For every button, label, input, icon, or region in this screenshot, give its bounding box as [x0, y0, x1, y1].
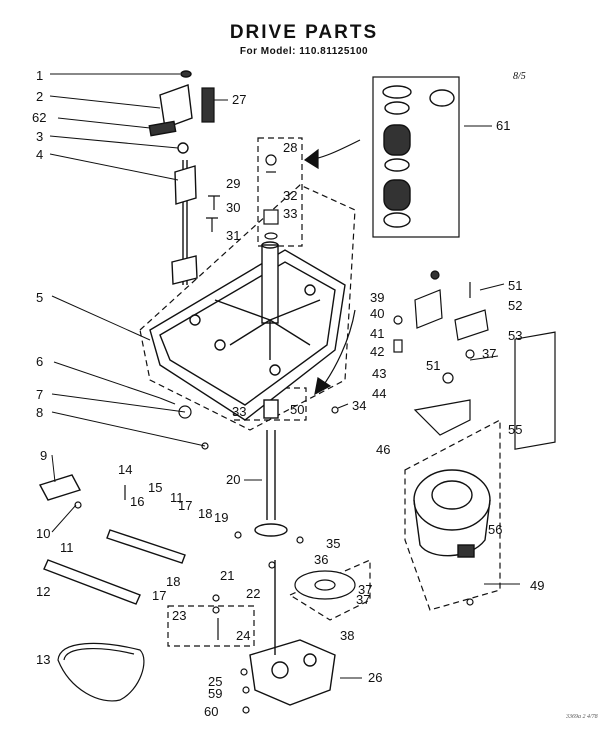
callout-43: 43: [372, 366, 386, 381]
callout-13: 13: [36, 652, 50, 667]
callout-49: 49: [530, 578, 544, 593]
callout-61: 61: [496, 118, 510, 133]
callout-51b: 51: [426, 358, 440, 373]
callout-4: 4: [36, 147, 43, 162]
callout-55: 55: [508, 422, 522, 437]
callout-6: 6: [36, 354, 43, 369]
diagram-title: DRIVE PARTS: [229, 22, 379, 43]
callout-12: 12: [36, 584, 50, 599]
callout-36: 36: [314, 552, 328, 567]
callout-39: 39: [370, 290, 384, 305]
callout-60: 60: [204, 704, 218, 719]
callout-30: 30: [226, 200, 240, 215]
callout-23: 23: [172, 608, 186, 623]
callout-9: 9: [40, 448, 47, 463]
callout-8: 8: [36, 405, 43, 420]
part-29-screw: [208, 195, 220, 210]
callout-40: 40: [370, 306, 384, 321]
seal-kit-parts: [382, 85, 455, 228]
callout-22: 22: [246, 586, 260, 601]
callout-5: 5: [36, 290, 43, 305]
callout-32: 32: [283, 188, 297, 203]
callout-27: 27: [232, 92, 246, 107]
callout-14: 14: [118, 462, 132, 477]
seal-kit-box: [372, 76, 460, 238]
callout-18b: 18: [166, 574, 180, 589]
callout-56: 56: [488, 522, 502, 537]
drawing-code: 3369a 2 4/78: [566, 714, 598, 720]
callout-34: 34: [352, 398, 366, 413]
shift-levers: [38, 474, 186, 605]
drive-shaft: [254, 399, 288, 537]
callout-38: 38: [340, 628, 354, 643]
callout-1: 1: [36, 68, 43, 83]
callout-19: 19: [214, 510, 228, 525]
callout-11b: 11: [170, 490, 184, 505]
callout-42: 42: [370, 344, 384, 359]
callout-labels: 1 2 62 3 4 5 6 7 8 9 10 11 12 13 14 15 1…: [32, 68, 544, 719]
pulley: [294, 570, 356, 600]
part-52-clip: [454, 309, 489, 341]
callout-44: 44: [372, 386, 386, 401]
callout-28: 28: [283, 140, 297, 155]
bearing-kit-box: [257, 137, 303, 247]
callout-46: 46: [376, 442, 390, 457]
callout-37: 37: [356, 592, 370, 607]
callout-52: 52: [508, 298, 522, 313]
callout-31: 31: [226, 228, 240, 243]
callout-62: 62: [32, 110, 46, 125]
callout-17b: 17: [152, 588, 166, 603]
callout-2: 2: [36, 89, 43, 104]
motor: [413, 469, 491, 558]
callout-11: 11: [60, 540, 74, 555]
callout-53: 53: [508, 328, 522, 343]
gear-case: [249, 560, 336, 706]
motor-bracket: [413, 399, 471, 436]
capacitor-plate: [514, 331, 556, 450]
callout-35: 35: [326, 536, 340, 551]
callout-50: 50: [290, 402, 304, 417]
callout-20: 20: [226, 472, 240, 487]
callout-17: 17: [178, 498, 192, 513]
callout-3: 3: [36, 129, 43, 144]
base-plate: [149, 241, 346, 421]
base-plate-outline: [139, 184, 356, 431]
model-number: For Model: 110.81125100: [239, 46, 369, 57]
bracket-assembly: [148, 70, 198, 285]
callout-10: 10: [36, 526, 50, 541]
motor-box: [404, 419, 501, 611]
callout-33b: 33: [232, 404, 246, 419]
callout-37c: 37: [358, 582, 372, 597]
callout-59: 59: [208, 686, 222, 701]
callout-15: 15: [148, 480, 162, 495]
leader-lines: [49, 73, 520, 679]
callout-41: 41: [370, 326, 384, 341]
part-27-bar: [201, 87, 215, 123]
callout-24: 24: [236, 628, 250, 643]
callout-18: 18: [198, 506, 212, 521]
callout-29: 29: [226, 176, 240, 191]
callout-25: 25: [208, 674, 222, 689]
callout-7: 7: [36, 387, 43, 402]
part-30-screw: [206, 217, 218, 232]
part-39-bracket: [414, 289, 443, 329]
callout-37b: 37: [482, 346, 496, 361]
belt: [57, 642, 145, 702]
callout-21: 21: [220, 568, 234, 583]
callout-51: 51: [508, 278, 522, 293]
callout-33: 33: [283, 206, 297, 221]
corner-note: 8/5: [513, 71, 526, 82]
callout-16: 16: [130, 494, 144, 509]
pin-kit-box: [167, 605, 255, 647]
callout-26: 26: [368, 670, 382, 685]
